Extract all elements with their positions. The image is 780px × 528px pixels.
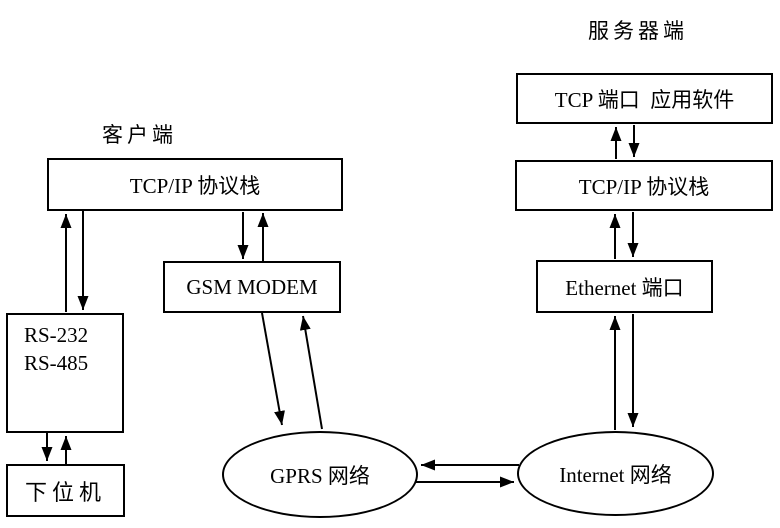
- node-server-tcpip-stack-label: TCP/IP 协议栈: [578, 174, 710, 199]
- arrow-gsm-modem-to-gprs: [261, 312, 285, 426]
- node-gprs-network-label: GPRS 网络: [270, 463, 370, 488]
- node-lower-machine: 下位机: [6, 464, 125, 517]
- node-client-tcpip-stack: TCP/IP 协议栈: [47, 158, 343, 211]
- node-tcp-port-application: TCP 端口 应用软件: [516, 73, 773, 124]
- node-tcp-port-application-label: TCP 端口 应用软件: [554, 87, 735, 112]
- node-gsm-modem: GSM MODEM: [163, 261, 341, 313]
- node-serial-port-line1: RS-232: [24, 323, 89, 347]
- node-client-tcpip-stack-label: TCP/IP 协议栈: [129, 173, 261, 198]
- node-ethernet-port-label: Ethernet 端口: [565, 275, 684, 300]
- node-serial-port: RS-232 RS-485: [6, 313, 124, 433]
- node-server-tcpip-stack: TCP/IP 协议栈: [515, 160, 773, 211]
- node-gprs-network: GPRS 网络: [222, 431, 418, 518]
- server-side-label: 服务器端: [588, 19, 688, 43]
- client-side-label: 客户端: [102, 123, 177, 147]
- node-internet-network-label: Internet 网络: [559, 462, 672, 487]
- node-serial-port-line2: RS-485: [24, 351, 89, 375]
- node-internet-network: Internet 网络: [517, 431, 714, 516]
- node-gsm-modem-label: GSM MODEM: [186, 274, 318, 299]
- node-ethernet-port: Ethernet 端口: [536, 260, 713, 313]
- arrow-gprs-to-gsm-modem: [299, 315, 323, 430]
- node-lower-machine-label: 下位机: [24, 479, 106, 505]
